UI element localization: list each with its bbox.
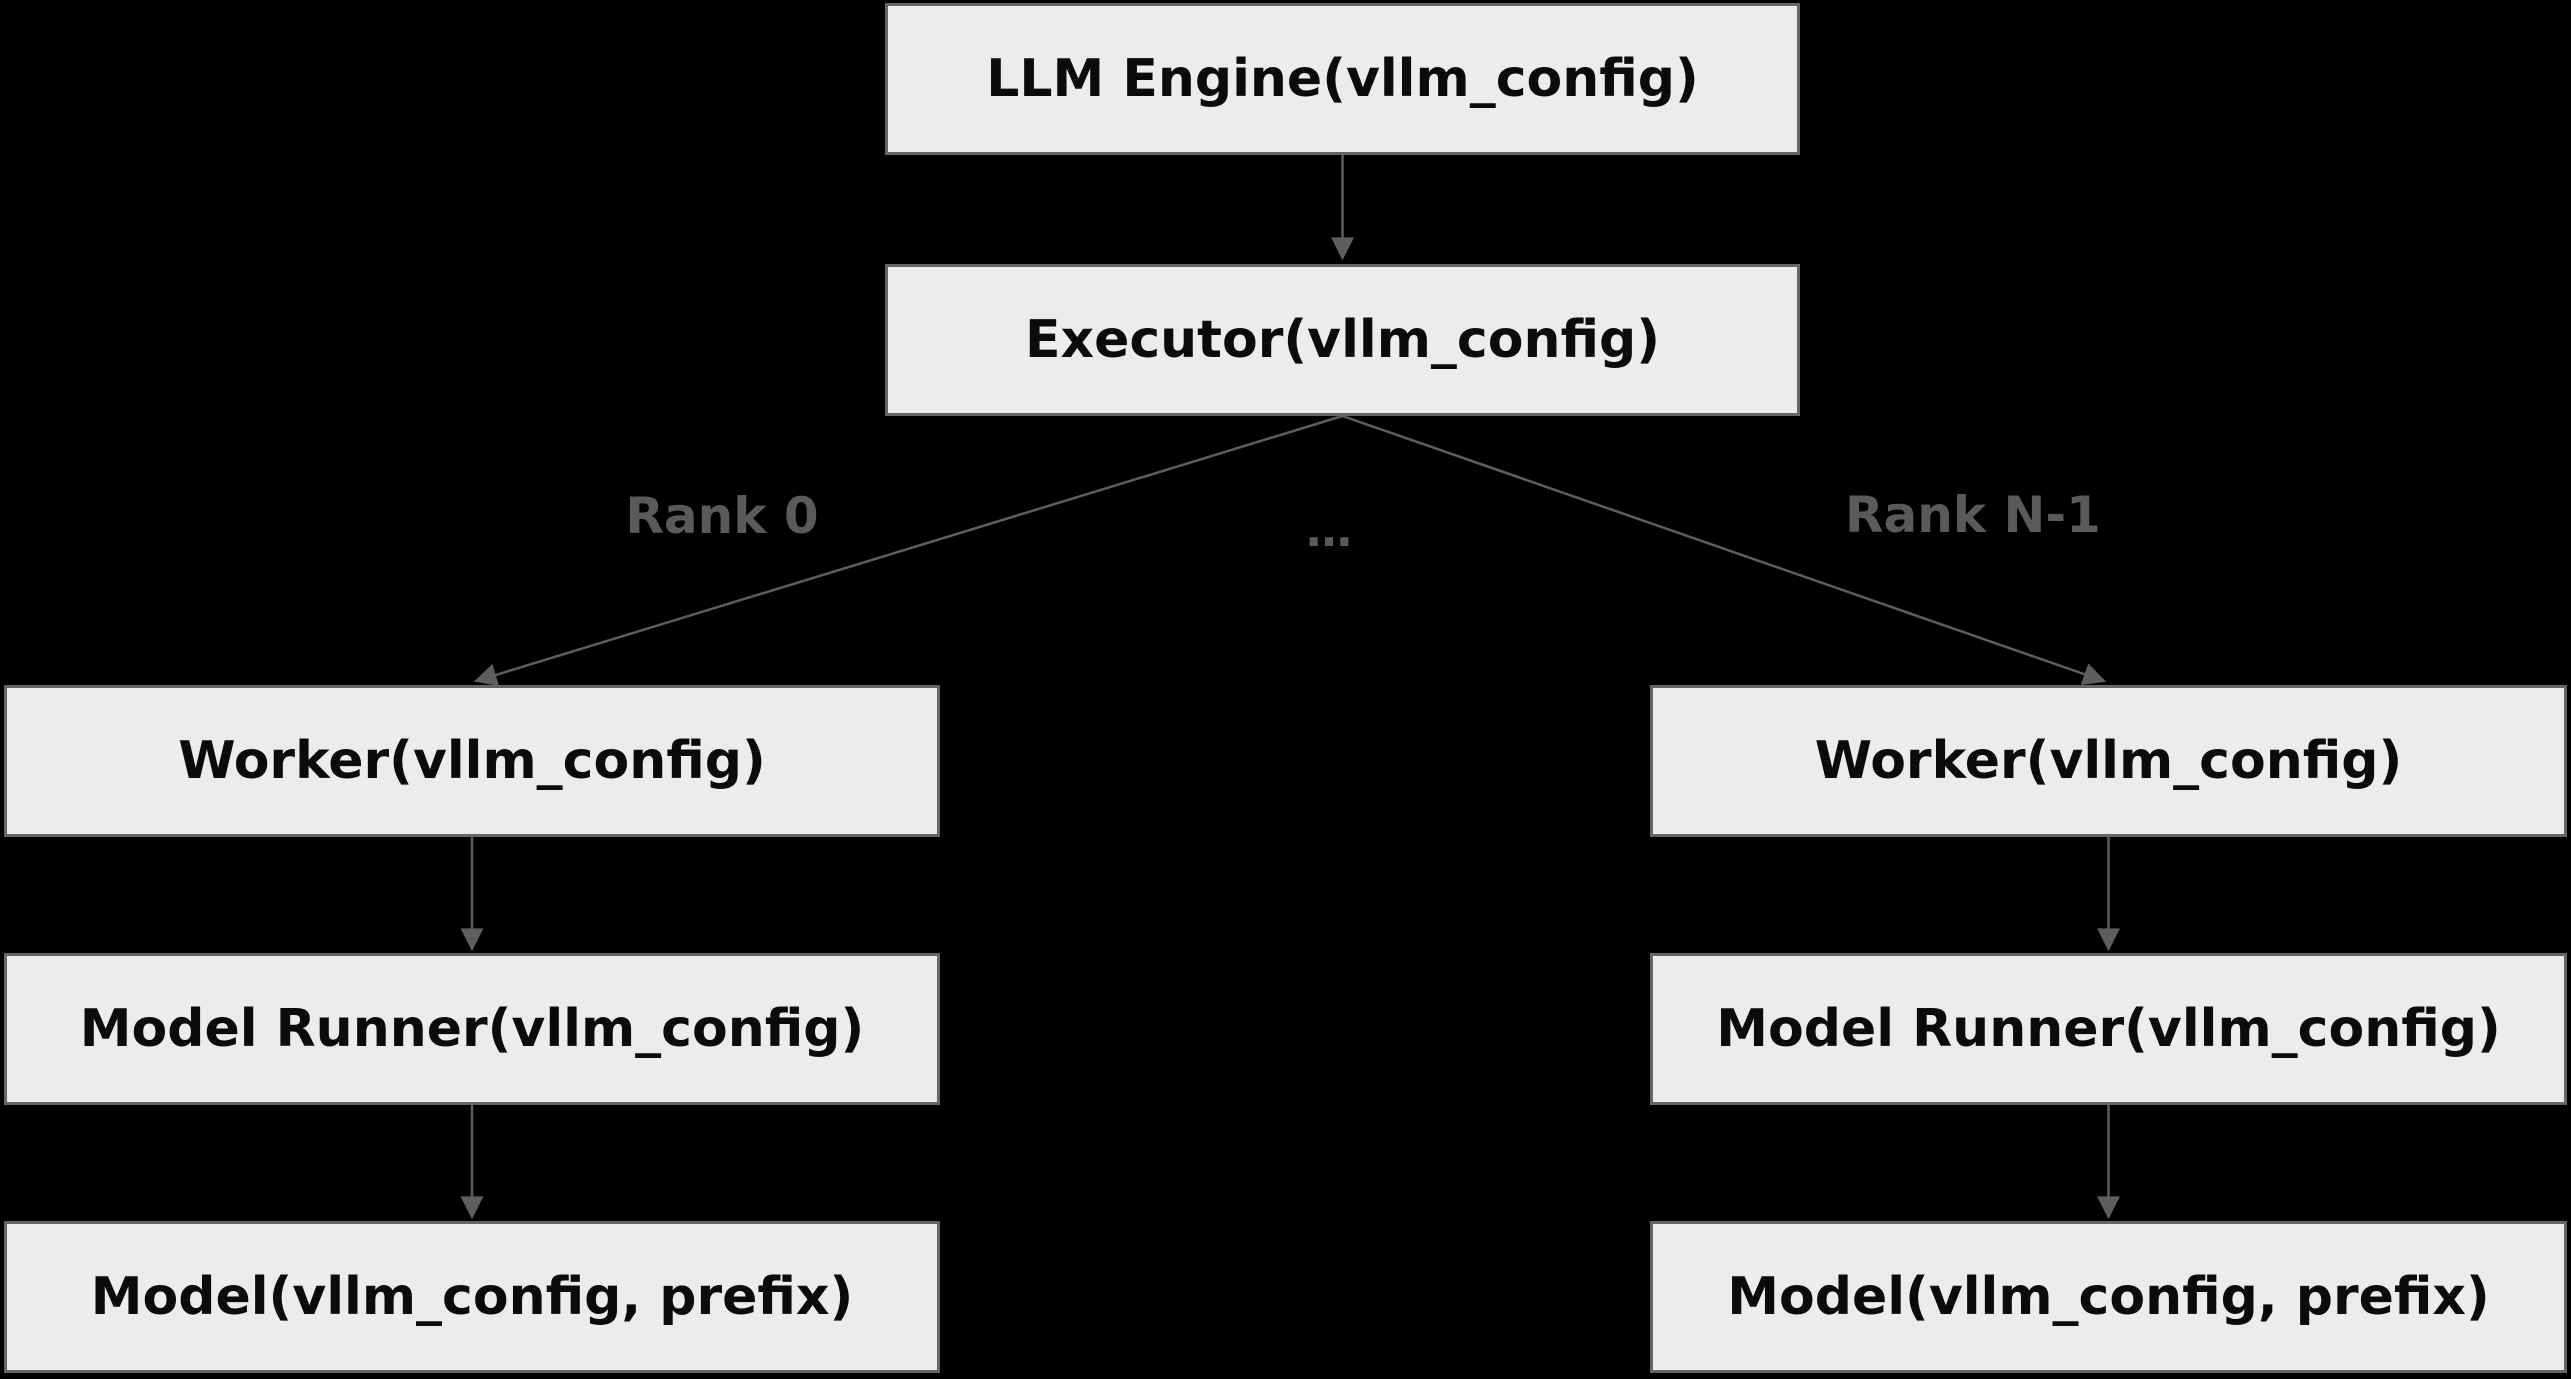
edge-label-rank-n-1: Rank N-1	[1845, 486, 2101, 544]
node-worker-rank0: Worker(vllm_config)	[4, 685, 940, 837]
node-worker-rankN: Worker(vllm_config)	[1650, 685, 2567, 837]
edge-executor-to-worker-left	[473, 414, 1343, 686]
edge-label-ellipsis: …	[1306, 503, 1354, 557]
node-executor: Executor(vllm_config)	[885, 264, 1800, 416]
node-llm-engine: LLM Engine(vllm_config)	[885, 3, 1800, 155]
node-model-rankN: Model(vllm_config, prefix)	[1650, 1221, 2567, 1373]
edge-label-rank-0: Rank 0	[625, 487, 819, 545]
node-model-rank0: Model(vllm_config, prefix)	[4, 1221, 940, 1373]
node-model-runner-rank0: Model Runner(vllm_config)	[4, 953, 940, 1105]
edge-executor-to-worker-right	[1342, 414, 2107, 686]
node-model-runner-rankN: Model Runner(vllm_config)	[1650, 953, 2567, 1105]
